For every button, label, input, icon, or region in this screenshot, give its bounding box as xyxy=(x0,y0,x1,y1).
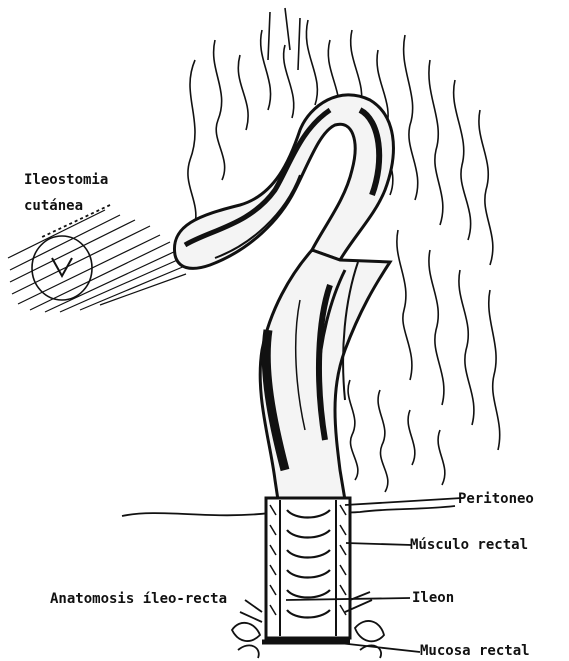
label-ileum: Ileon xyxy=(412,590,454,606)
ileum-loop xyxy=(174,95,393,269)
stoma-ring xyxy=(32,236,92,300)
label-rectal-mucosa: Mucosa rectal xyxy=(420,643,530,659)
label-ileostomy-line2: cutánea xyxy=(24,198,83,214)
skin-hatching xyxy=(8,210,186,312)
label-anastomosis: Anatomosis íleo-recta xyxy=(50,591,227,607)
rectal-cuff xyxy=(266,498,350,638)
ileum-descending xyxy=(260,250,390,500)
label-peritoneum: Peritoneo xyxy=(458,491,534,507)
label-rectal-muscle: Músculo rectal xyxy=(410,537,528,553)
label-ileostomy-line1: Ileostomia xyxy=(24,172,108,188)
leader-lines xyxy=(40,205,462,652)
